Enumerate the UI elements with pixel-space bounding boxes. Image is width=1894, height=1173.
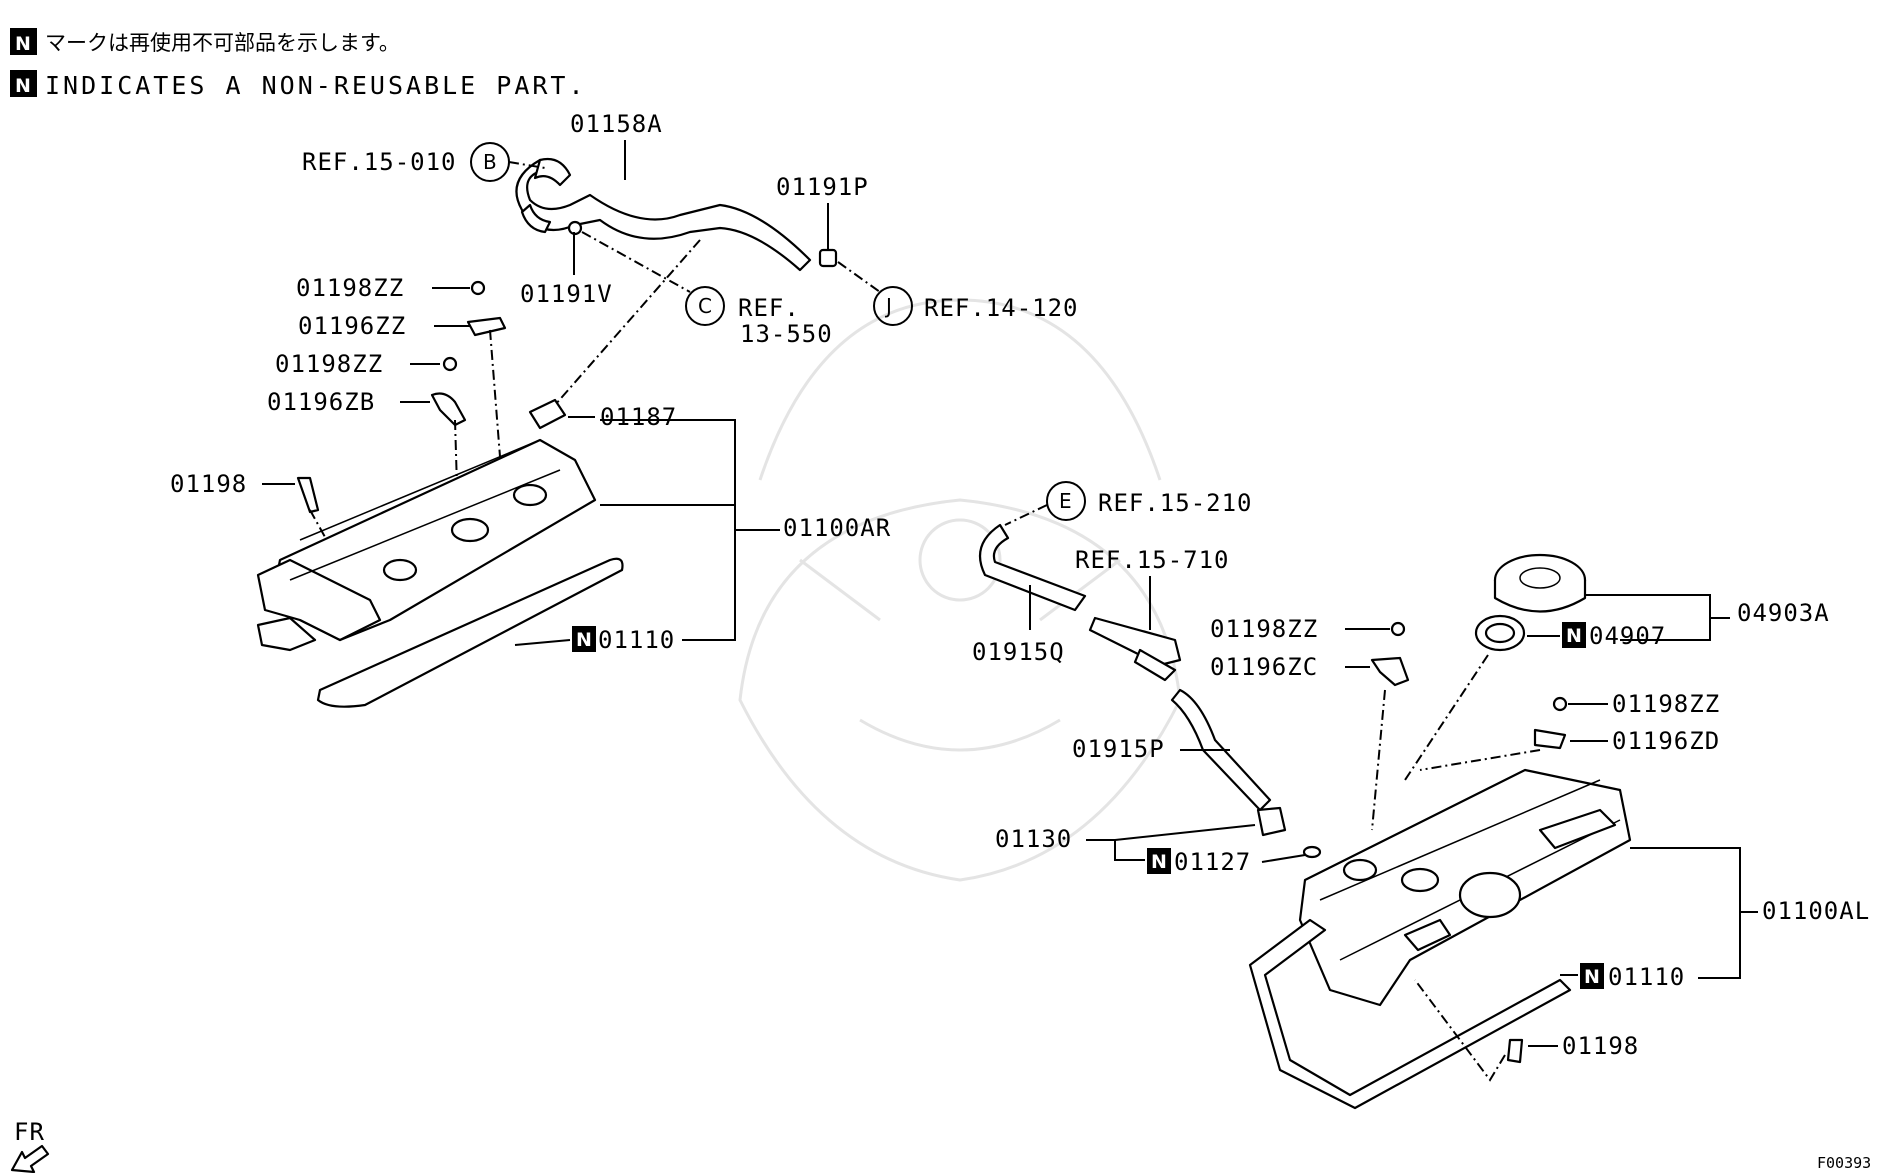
breather-hose-01158A [515,157,812,272]
label-ref14-120: REF.14-120 [924,294,1079,322]
fitting-01187 [528,398,567,430]
clamp-01191P [818,248,838,268]
bolt-01198ZZ-d [1552,696,1568,712]
label-ref15-010: REF.15-010 [302,148,457,176]
label-01110-a: 01110 [598,626,675,654]
label-ref15-210: REF.15-210 [1098,489,1253,517]
label-01915P: 01915P [1072,735,1165,763]
grommet-01127 [1302,845,1322,859]
ref-letter-j: J [884,294,892,318]
ref-circle-c [685,286,725,326]
ref-letter-c: C [698,294,712,318]
n-mark-box [1147,848,1171,874]
n-mark: N [576,629,592,651]
watermark-logo [738,298,1182,882]
ref-letter-e: E [1059,489,1072,513]
bolt-01198ZZ-b [442,356,458,372]
n-mark: N [1584,966,1600,988]
fr-arrow-icon [10,1144,50,1173]
label-01196ZC: 01196ZC [1210,653,1318,681]
label-01196ZZ: 01196ZZ [298,312,406,340]
bracket-01196ZC [1370,656,1410,687]
label-01187: 01187 [600,403,677,431]
label-ref13-550-b: 13-550 [740,320,833,348]
label-01198ZZ-c: 01198ZZ [1210,615,1318,643]
valve-cover-01100AR [256,438,597,652]
header-jp-row: N マークは再使用不可部品を示します。 [10,28,400,55]
valve-cover-01100AL [1298,768,1632,1007]
label-01191P: 01191P [776,173,869,201]
label-01198-a: 01198 [170,470,247,498]
label-01158A: 01158A [570,110,663,138]
label-01198ZZ-d: 01198ZZ [1612,690,1720,718]
label-01191V: 01191V [520,280,613,308]
bracket-01196ZZ [466,316,507,337]
n-mark: N [1151,851,1167,873]
label-04907: 04907 [1589,622,1666,650]
ref-circle-j [873,286,913,326]
label-01915Q: 01915Q [972,638,1065,666]
bracket-01196ZD [1533,728,1567,750]
label-01196ZD: 01196ZD [1612,727,1720,755]
label-01100AL: 01100AL [1762,897,1870,925]
n-mark: N [1566,625,1582,647]
pcv-valve-01130 [1256,806,1287,837]
en-note: INDICATES A NON-REUSABLE PART. [45,71,587,100]
label-01198ZZ-b: 01198ZZ [275,350,383,378]
hose-01915Q [978,523,1087,612]
gasket-01110-a [316,557,624,708]
n-mark: N [15,33,31,55]
figure-code: F00393 [1817,1154,1871,1172]
ref-letter-b: B [483,150,497,174]
label-ref15-710: REF.15-710 [1075,546,1230,574]
label-01110-b: 01110 [1608,963,1685,991]
label-ref13-550-a: REF. [738,294,800,322]
bolt-01198ZZ-c [1390,621,1406,637]
oil-filler-cap-04903A [1493,553,1587,613]
bolt-01198-b [1506,1038,1524,1064]
label-01127: 01127 [1174,848,1251,876]
label-01100AR: 01100AR [783,514,891,542]
label-01198ZZ-a: 01198ZZ [296,274,404,302]
n-mark-box [572,626,596,652]
gasket-01110-b [1248,918,1572,1110]
jp-note: マークは再使用不可部品を示します。 [45,31,400,55]
pcv-fitting [1088,616,1182,682]
n-mark-box [1562,622,1586,648]
label-04903A: 04903A [1737,599,1830,627]
n-mark: N [15,75,31,97]
cap-gasket-04907 [1474,614,1526,652]
bracket-01196ZB [430,392,467,427]
header-en-row: N INDICATES A NON-REUSABLE PART. [10,70,587,100]
fr-label: FR [14,1118,45,1146]
ref-circle-e [1046,481,1086,521]
n-mark-box [1580,963,1604,989]
label-01130: 01130 [995,825,1072,853]
bolt-01198ZZ-a [470,280,486,296]
label-01196ZB: 01196ZB [267,388,375,416]
label-01198-b: 01198 [1562,1032,1639,1060]
bolt-01198-a [296,476,320,514]
